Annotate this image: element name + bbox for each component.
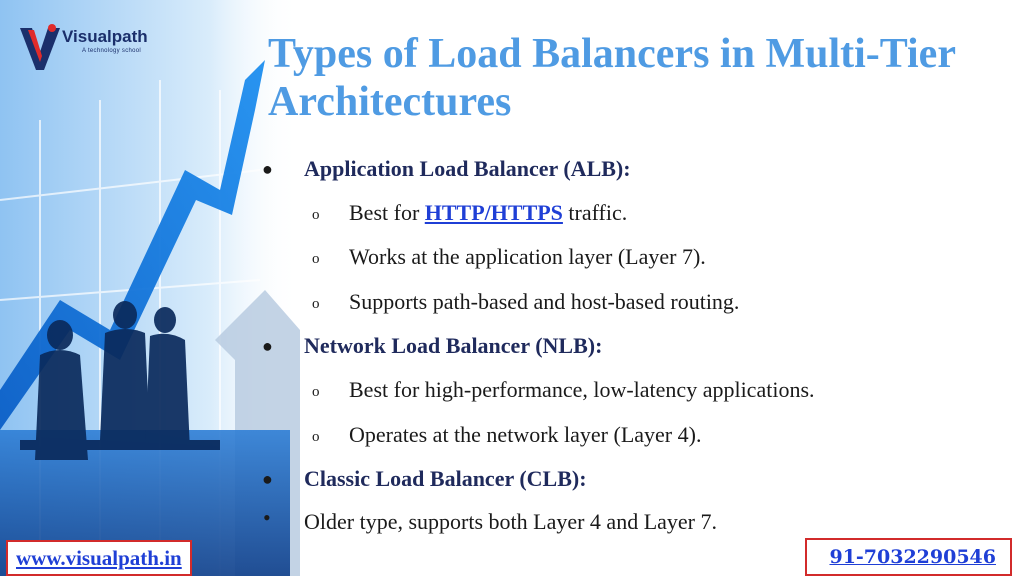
visualpath-logo: Visualpath A technology school <box>18 22 168 78</box>
bullet-circle-icon: o <box>312 251 320 267</box>
logo-name: Visualpath <box>62 27 148 46</box>
http-https-link[interactable]: HTTP/HTTPS <box>424 200 563 225</box>
page-title: Types of Load Balancers in Multi-Tier Ar… <box>268 31 956 125</box>
alb-item-1: Best for HTTP/HTTPS traffic. <box>349 198 627 228</box>
bullet-circle-icon: o <box>312 207 320 223</box>
alb-item-3: Supports path-based and host-based routi… <box>349 289 740 314</box>
alb-item-1-suffix: traffic. <box>562 200 628 225</box>
website-link[interactable]: www.visualpath.in <box>6 540 192 576</box>
bullet-circle-icon: o <box>312 384 320 400</box>
bullet-circle-icon: o <box>312 296 320 312</box>
nlb-item-1: Best for high-performance, low-latency a… <box>349 377 815 402</box>
bullet-circle-icon: o <box>312 429 320 445</box>
logo-tagline: A technology school <box>82 48 142 54</box>
logo-v-icon <box>20 24 60 70</box>
nlb-item-2: Operates at the network layer (Layer 4). <box>349 422 702 447</box>
phone-link[interactable]: 91-7032290546 <box>805 538 1012 576</box>
bullet-dot-icon: ● <box>262 336 273 356</box>
bullet-dot-icon: ● <box>262 469 273 489</box>
clb-heading: Classic Load Balancer (CLB): <box>304 466 587 491</box>
nlb-heading: Network Load Balancer (NLB): <box>304 333 603 358</box>
alb-item-2: Works at the application layer (Layer 7)… <box>349 244 706 269</box>
bullet-dot-icon: • <box>263 505 271 530</box>
clb-item-1: Older type, supports both Layer 4 and La… <box>304 509 717 534</box>
alb-item-1-prefix: Best for <box>349 200 425 225</box>
bullet-dot-icon: ● <box>262 159 273 179</box>
alb-heading: Application Load Balancer (ALB): <box>304 156 631 181</box>
